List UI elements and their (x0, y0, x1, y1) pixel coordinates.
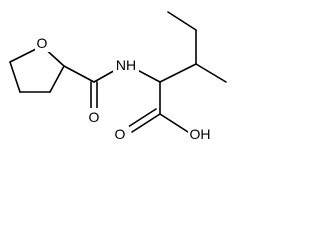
bond-acid-c-o-2 (127, 108, 157, 128)
bond-c2-carbonyl (63, 65, 95, 83)
amide-nh-label: NH (116, 57, 136, 73)
ring-oxygen-label: O (37, 35, 48, 51)
bond-ring-c2-c3 (49, 65, 65, 93)
bond-alpha-beta (159, 63, 197, 83)
bond-acid-c-oh (159, 113, 189, 133)
bond-acid-c-o-1 (131, 113, 161, 133)
molecule-structure-diagram: O NH O O OH (9, 11, 227, 143)
acid-carbonyl-oxygen-label: O (115, 126, 126, 142)
bond-ch2-ch3 (167, 11, 197, 31)
amide-group (63, 63, 161, 109)
acid-hydroxyl-label: OH (190, 126, 211, 142)
side-chain (159, 11, 227, 83)
carbonyl-oxygen-label: O (89, 109, 100, 125)
bond-ring-c4-c5 (9, 61, 21, 93)
bond-beta-methyl (195, 63, 227, 83)
carboxyl-group (127, 81, 189, 133)
tetrahydrofuran-ring (9, 45, 65, 93)
